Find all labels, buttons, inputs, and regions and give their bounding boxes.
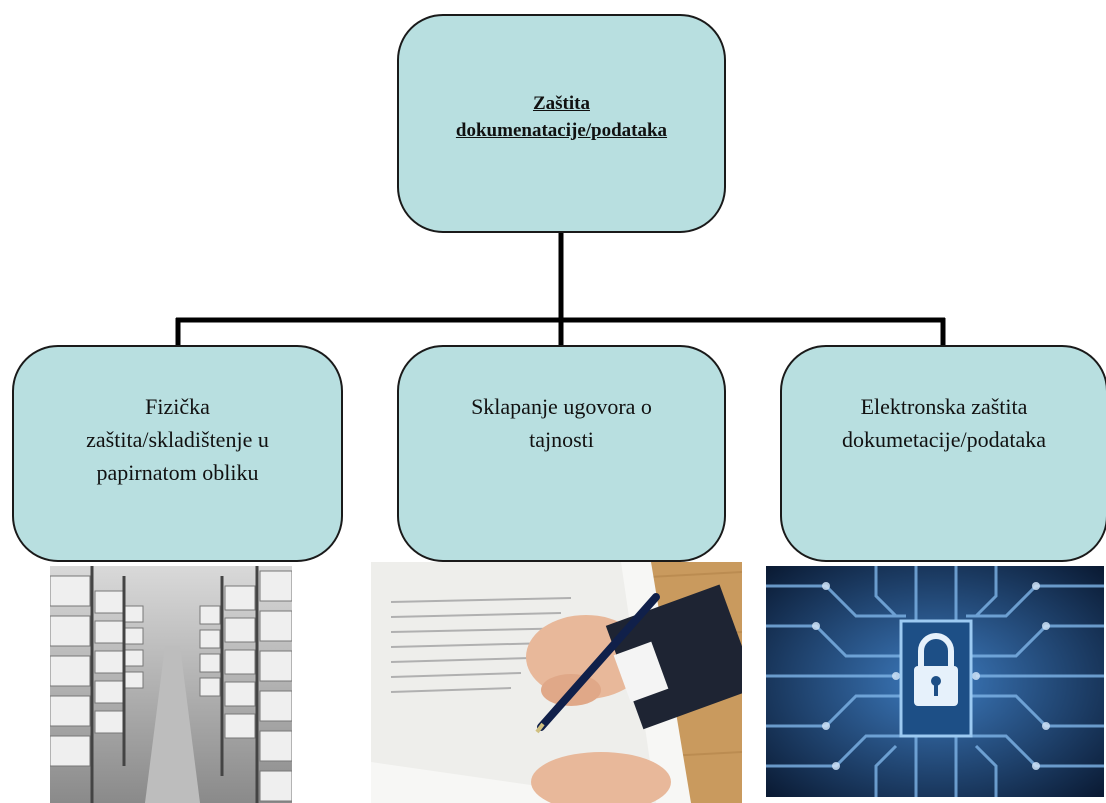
child-node-electronic: Elektronska zaštita dokumetacije/podatak… [780, 345, 1106, 562]
signing-contract-photo [371, 562, 742, 803]
circuit-lock-photo [766, 566, 1104, 797]
root-node: Zaštita dokumenatacije/podataka [397, 14, 726, 233]
root-node-label: Zaštita dokumenatacije/podataka [455, 92, 668, 141]
child-node-label: Sklapanje ugovora o tajnosti [471, 393, 652, 452]
child-node-physical: Fizička zaštita/skladištenje u papirnato… [12, 345, 343, 562]
child-node-label: Fizička zaštita/skladištenje u papirnato… [86, 394, 269, 485]
archive-shelves-photo [50, 566, 292, 803]
child-node-label: Elektronska zaštita dokumetacije/podatak… [841, 393, 1047, 452]
child-node-nda: Sklapanje ugovora o tajnosti [397, 345, 726, 562]
